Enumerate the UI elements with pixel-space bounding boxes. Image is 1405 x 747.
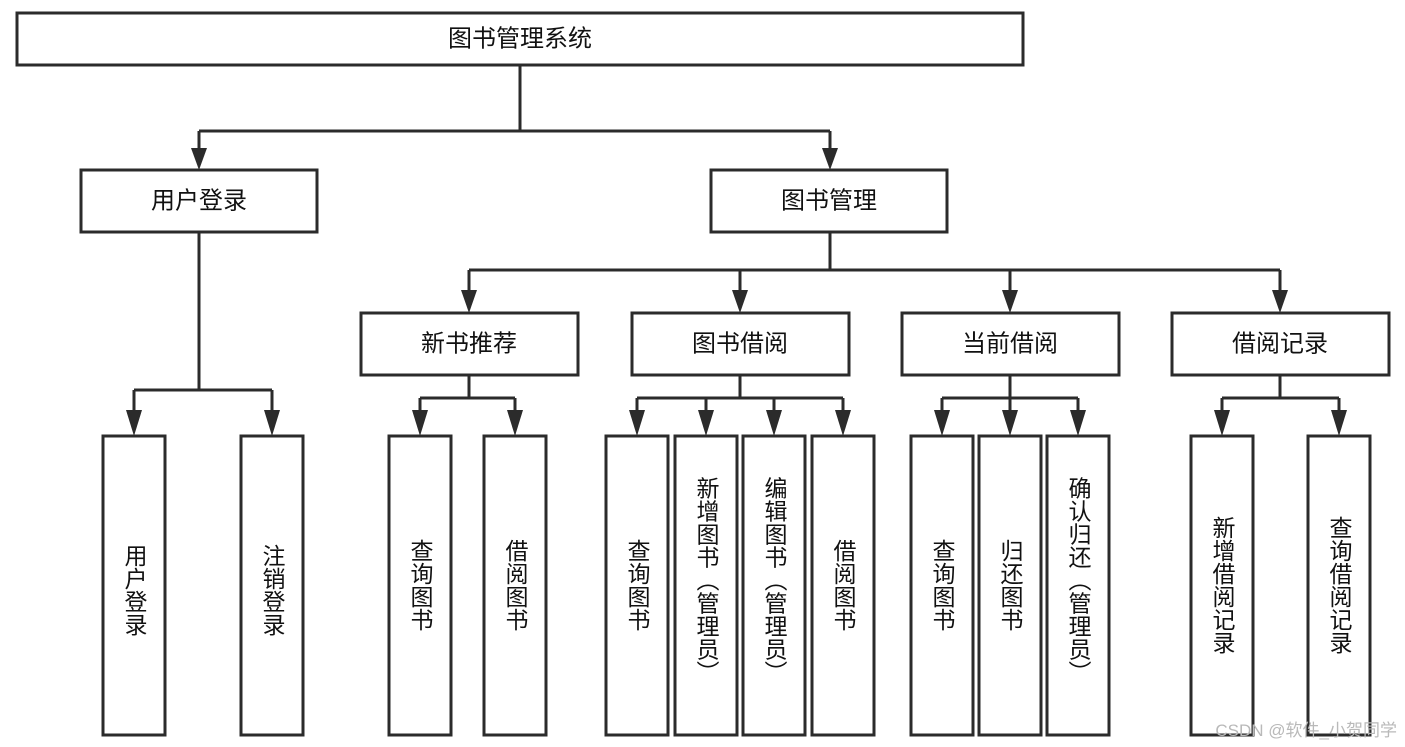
leaf-node-query-book-2[interactable]: 查询图书 (604, 434, 670, 737)
leaf-node-user-login[interactable]: 用户登录 (101, 434, 167, 737)
leaf-query-book-1-box[interactable] (387, 434, 453, 737)
leaf-borrow-book-2-label: 借阅图书 (830, 539, 857, 631)
arrow-head-edit-book (766, 410, 782, 436)
leaf-logout-label: 注销登录 (259, 544, 286, 636)
arrow-head-user-login (191, 148, 207, 170)
leaf-return-book-label: 归还图书 (997, 539, 1024, 631)
arrow-head-add-book (698, 410, 714, 436)
leaf-node-return-book[interactable]: 归还图书 (977, 434, 1043, 737)
leaf-confirm-return-box[interactable] (1045, 434, 1111, 737)
leaf-borrow-book-1-box[interactable] (482, 434, 548, 737)
node-user-login[interactable]: 用户登录 (79, 168, 319, 234)
leaf-add-record-label: 新增借阅记录 (1209, 516, 1236, 654)
leaf-node-logout[interactable]: 注销登录 (239, 434, 305, 737)
leaf-node-query-book-3[interactable]: 查询图书 (909, 434, 975, 737)
node-current-borrow-box[interactable] (900, 311, 1121, 377)
leaf-node-add-record[interactable]: 新增借阅记录 (1189, 434, 1255, 737)
node-user-login-label: 用户登录 (151, 187, 247, 214)
arrow-head-book-borrow (732, 290, 748, 313)
leaf-edit-book-box[interactable] (741, 434, 807, 737)
node-new-book-recommend-label: 新书推荐 (421, 330, 517, 357)
arrow-head-borrow-book-1 (507, 410, 523, 436)
node-root-box[interactable] (15, 11, 1025, 67)
arrow-head-borrow-book-2 (835, 410, 851, 436)
arrow-head-query-book-3 (934, 410, 950, 436)
arrow-head-query-record (1331, 410, 1347, 436)
node-root-label: 图书管理系统 (448, 25, 592, 52)
arrow-head-add-record (1214, 410, 1230, 436)
leaf-query-book-3-box[interactable] (909, 434, 975, 737)
leaf-query-record-label: 查询借阅记录 (1326, 516, 1353, 654)
leaf-node-edit-book[interactable]: 编辑图书（管理员） (741, 434, 807, 737)
leaf-node-query-book-1[interactable]: 查询图书 (387, 434, 453, 737)
leaf-borrow-book-1-label: 借阅图书 (502, 539, 529, 631)
leaf-query-book-3-label: 查询图书 (929, 539, 956, 631)
node-book-borrow-box[interactable] (630, 311, 851, 377)
node-current-borrow[interactable]: 当前借阅 (900, 311, 1121, 377)
connector-bookmanage-to-level3 (461, 232, 1288, 313)
arrow-head-leaf-user-login (126, 410, 142, 436)
node-borrow-record[interactable]: 借阅记录 (1170, 311, 1391, 377)
leaf-edit-book-label: 编辑图书（管理员） (761, 477, 788, 684)
leaf-query-record-box[interactable] (1306, 434, 1372, 737)
leaf-node-add-book[interactable]: 新增图书（管理员） (673, 434, 739, 737)
arrow-head-new-book-recommend (461, 290, 477, 313)
node-book-manage-box[interactable] (709, 168, 949, 234)
arrow-head-confirm-return (1070, 410, 1086, 436)
node-new-book-recommend[interactable]: 新书推荐 (359, 311, 580, 377)
leaf-logout-box[interactable] (239, 434, 305, 737)
leaf-node-query-record[interactable]: 查询借阅记录 (1306, 434, 1372, 737)
leaf-node-borrow-book-2[interactable]: 借阅图书 (810, 434, 876, 737)
connector-bookborrow-to-leaves (629, 375, 851, 436)
leaf-user-login-label: 用户登录 (121, 544, 148, 636)
leaf-add-book-label: 新增图书（管理员） (693, 477, 720, 684)
leaf-query-book-1-label: 查询图书 (407, 539, 434, 631)
leaf-query-book-2-label: 查询图书 (624, 539, 651, 631)
connector-userlogin-to-leaves (126, 232, 280, 436)
leaf-node-confirm-return[interactable]: 确认归还（管理员） (1045, 434, 1111, 737)
leaf-node-borrow-book-1[interactable]: 借阅图书 (482, 434, 548, 737)
node-book-manage-label: 图书管理 (781, 187, 877, 214)
leaf-borrow-book-2-box[interactable] (810, 434, 876, 737)
arrow-head-query-book-2 (629, 410, 645, 436)
arrow-head-current-borrow (1002, 290, 1018, 313)
arrow-head-borrow-record (1272, 290, 1288, 313)
node-book-borrow-label: 图书借阅 (692, 330, 788, 357)
connector-borrowrecord-to-leaves (1214, 375, 1347, 436)
connector-newbook-to-leaves (412, 375, 523, 436)
node-root[interactable]: 图书管理系统 (15, 11, 1025, 67)
node-borrow-record-box[interactable] (1170, 311, 1391, 377)
node-book-borrow[interactable]: 图书借阅 (630, 311, 851, 377)
leaf-confirm-return-label: 确认归还（管理员） (1065, 477, 1092, 684)
node-book-manage[interactable]: 图书管理 (709, 168, 949, 234)
connector-root-to-level2 (191, 65, 838, 170)
leaf-query-book-2-box[interactable] (604, 434, 670, 737)
leaf-add-book-box[interactable] (673, 434, 739, 737)
leaf-user-login-box[interactable] (101, 434, 167, 737)
node-current-borrow-label: 当前借阅 (962, 330, 1058, 357)
connector-currentborrow-to-leaves (934, 375, 1086, 436)
arrow-head-query-book-1 (412, 410, 428, 436)
leaf-return-book-box[interactable] (977, 434, 1043, 737)
arrow-head-leaf-logout (264, 410, 280, 436)
arrow-head-return-book (1002, 410, 1018, 436)
arrow-head-book-manage (822, 148, 838, 170)
leaf-add-record-box[interactable] (1189, 434, 1255, 737)
node-borrow-record-label: 借阅记录 (1232, 330, 1328, 357)
node-user-login-box[interactable] (79, 168, 319, 234)
node-new-book-recommend-box[interactable] (359, 311, 580, 377)
